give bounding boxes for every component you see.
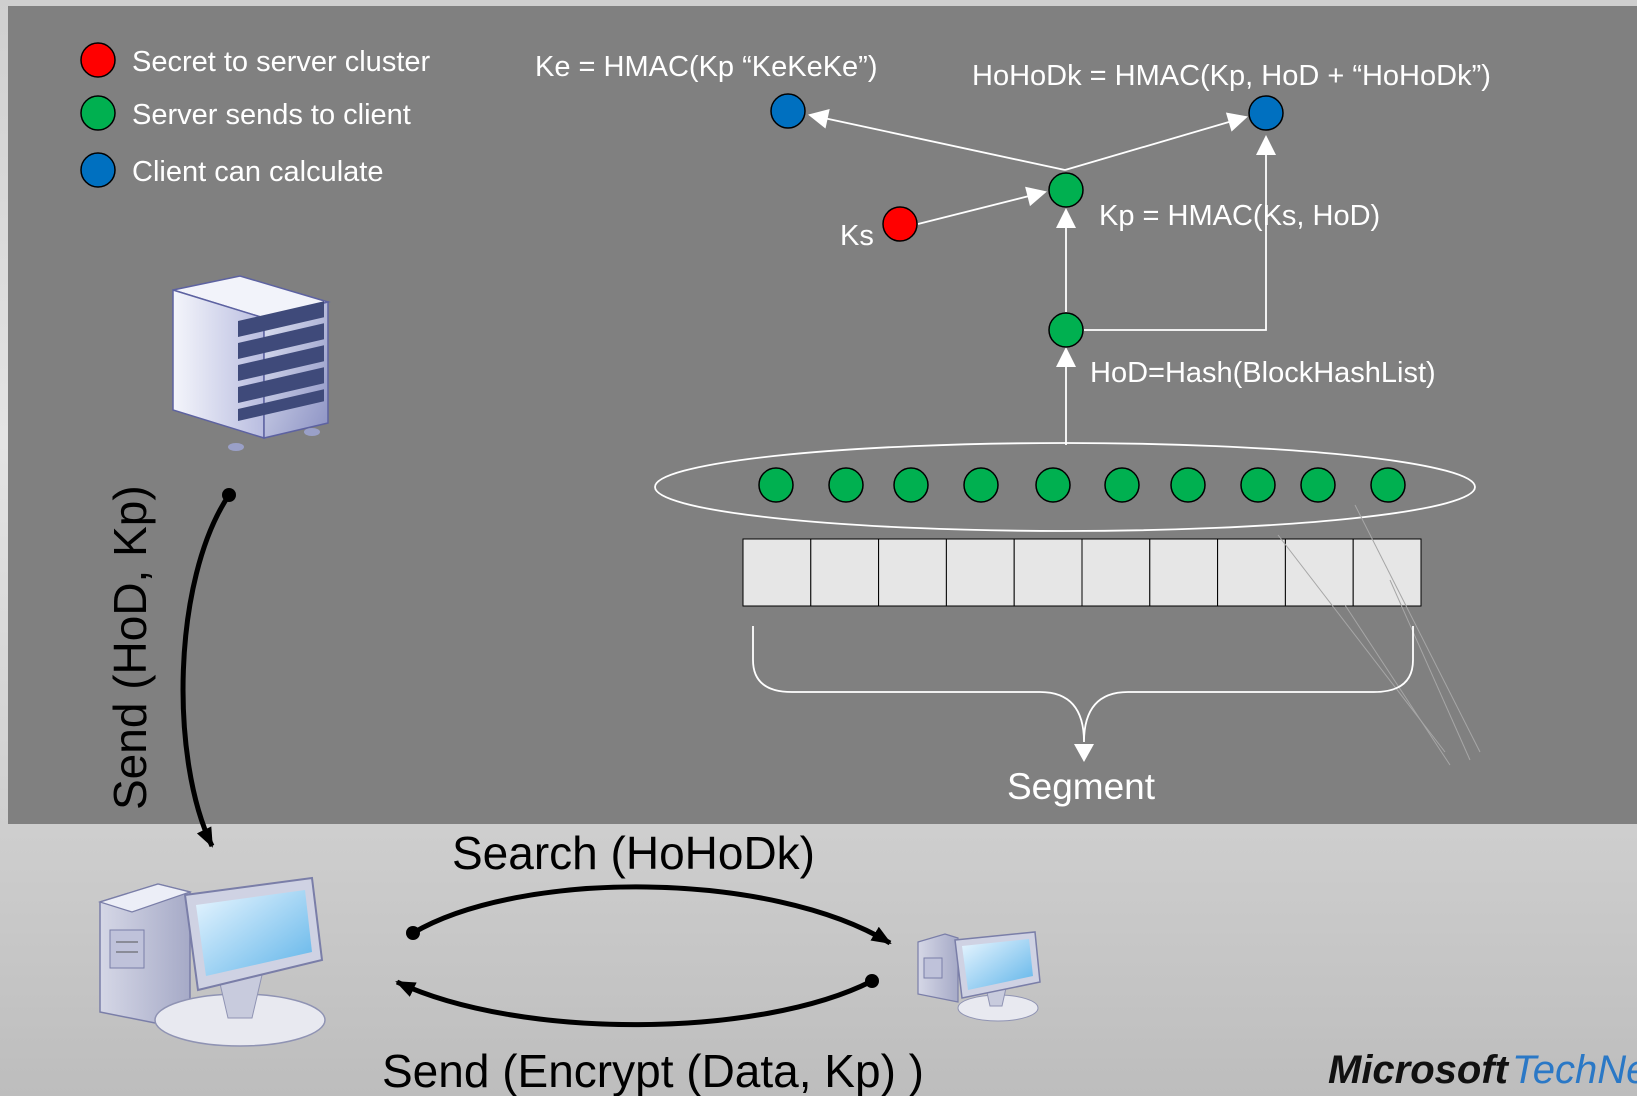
segment-block <box>1081 538 1151 607</box>
block-hash-node <box>893 467 929 503</box>
server-icon <box>172 275 331 451</box>
segment-brace <box>752 626 1414 743</box>
block-hash-list <box>758 467 1406 503</box>
send-hod-kp-origin-dot <box>222 488 236 502</box>
block-hash-node <box>1370 467 1406 503</box>
segment-block <box>1013 538 1083 607</box>
block-hash-node <box>963 467 999 503</box>
ks-node <box>882 206 918 242</box>
ke-formula: Ke = HMAC(Kp “KeKeKe”) <box>535 51 877 83</box>
microsoft-technet-logo: MicrosoftTechNet <box>1328 1048 1637 1092</box>
blue-dot-icon <box>80 152 116 188</box>
arrow-kp-to-hohodk <box>1064 112 1248 171</box>
segment-block <box>878 538 947 607</box>
segment-blocks <box>742 538 1422 607</box>
decorative-lines <box>1277 504 1481 766</box>
segment-label: Segment <box>1007 766 1156 807</box>
segment-block <box>1149 538 1219 607</box>
hod-node <box>1048 312 1084 348</box>
peer-computer-icon <box>917 931 1041 1022</box>
legend-label: Server sends to client <box>132 99 411 131</box>
send-encrypt-arrow <box>395 978 874 1028</box>
segment-block <box>1217 538 1286 607</box>
segment-brace-arrowhead <box>1074 744 1094 762</box>
legend-label: Client can calculate <box>132 156 383 188</box>
segment-block <box>1284 538 1354 607</box>
legend-item-secret: Secret to server cluster <box>80 42 430 78</box>
search-origin-dot <box>406 926 420 940</box>
green-dot-icon <box>80 95 116 131</box>
ke-node <box>770 93 806 129</box>
hohodk-formula: HoHoDk = HMAC(Kp, HoD + “HoHoDk”) <box>972 60 1491 92</box>
block-hash-list-ellipse <box>654 442 1476 532</box>
brand-logo-text: MicrosoftTechNet <box>1328 1048 1637 1092</box>
segment-block <box>945 538 1015 607</box>
send-hod-kp-label: Send (HoD, Kp) <box>104 485 156 810</box>
segment-block <box>742 538 812 607</box>
send-encrypt-origin-dot <box>865 974 879 988</box>
block-hash-node <box>758 467 794 503</box>
legend: Secret to server cluster Server sends to… <box>80 42 430 188</box>
legend-item-server-sends: Server sends to client <box>80 95 411 131</box>
legend-item-client-calculates: Client can calculate <box>80 152 383 188</box>
send-encrypt-label: Send (Encrypt (Data, Kp) ) <box>382 1045 924 1096</box>
kp-node <box>1048 172 1084 208</box>
legend-label: Secret to server cluster <box>132 46 430 78</box>
red-dot-icon <box>80 42 116 78</box>
kp-formula: Kp = HMAC(Ks, HoD) <box>1099 200 1380 232</box>
search-arrow <box>411 884 892 946</box>
key-derivation-arrows <box>808 109 1276 445</box>
ks-label: Ks <box>840 220 874 252</box>
block-hash-node <box>1240 467 1276 503</box>
search-label: Search (HoHoDk) <box>452 827 815 879</box>
communication-arrows <box>180 493 892 1028</box>
block-hash-node <box>1300 467 1336 503</box>
arrow-kp-to-ke <box>808 109 1066 171</box>
block-hash-node <box>828 467 864 503</box>
send-hod-kp-arrow <box>180 493 232 848</box>
block-hash-node <box>1170 467 1206 503</box>
arrow-hod-to-hohodk <box>1084 135 1276 331</box>
hod-formula: HoD=Hash(BlockHashList) <box>1090 357 1436 389</box>
block-hash-node <box>1104 467 1140 503</box>
segment-block <box>1352 538 1422 607</box>
arrow-ks-to-kp <box>917 186 1047 225</box>
block-hash-node <box>1035 467 1071 503</box>
client-computer-icon <box>97 876 326 1047</box>
hohodk-node <box>1248 95 1284 131</box>
segment-block <box>810 538 880 607</box>
